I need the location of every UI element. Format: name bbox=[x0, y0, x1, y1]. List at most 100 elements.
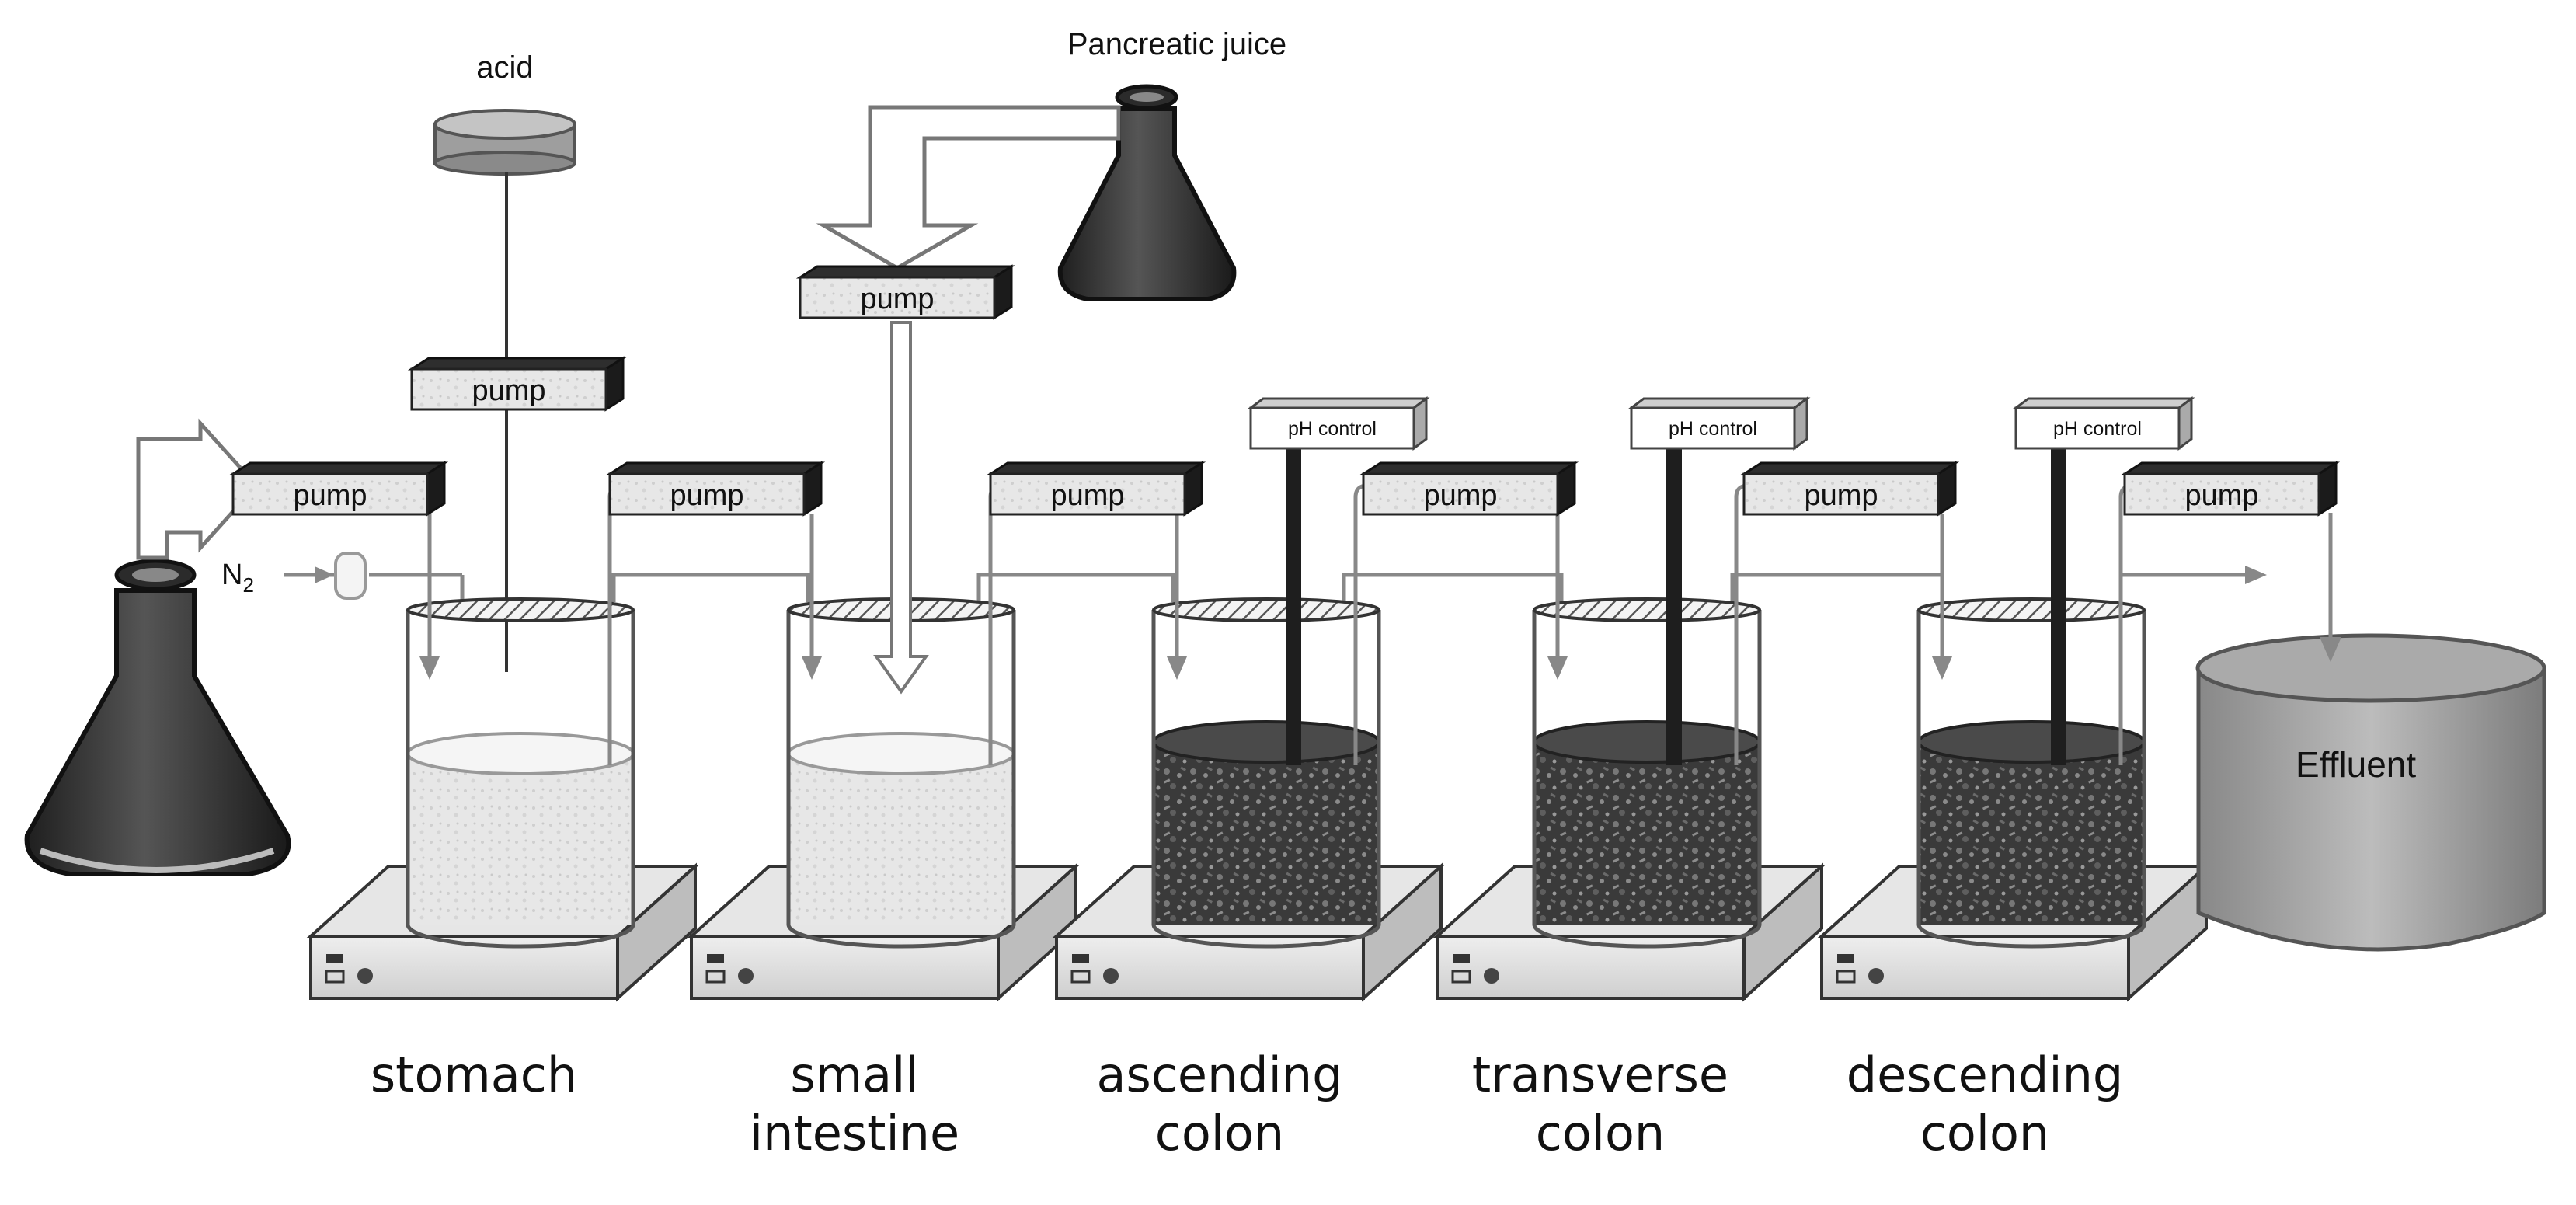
stir-plate-switch bbox=[1837, 954, 1854, 963]
ph-control-ascending-label: pH control bbox=[1288, 418, 1377, 440]
stir-plate-indicator bbox=[325, 970, 345, 984]
liquid-surface bbox=[406, 732, 635, 775]
stir-plate-switch bbox=[326, 954, 343, 963]
liquid-surface bbox=[787, 732, 1015, 775]
ph-control-transverse-face bbox=[1630, 406, 1796, 450]
ph-control-transverse: pH control bbox=[1627, 396, 1811, 451]
pump-descending-top bbox=[1739, 461, 1960, 475]
ph-control-descending-side bbox=[2177, 396, 2193, 451]
pump-transverse-label: pump bbox=[1423, 479, 1497, 512]
vessel-lid bbox=[1152, 597, 1380, 622]
ph-control-ascending-face bbox=[1249, 406, 1415, 450]
pump-small_intestine-top bbox=[605, 461, 826, 475]
pump-transverse-face bbox=[1362, 472, 1559, 516]
flow-lines bbox=[284, 573, 2245, 602]
pump-pancreatic-top bbox=[795, 265, 1016, 279]
vessel-label-small_intestine-1: intestine bbox=[750, 1105, 959, 1161]
pump-feed-arrowhead bbox=[1547, 656, 1568, 680]
vessel-label-ascending-0: ascending bbox=[1096, 1047, 1342, 1103]
vessel-label-descending-0: descending bbox=[1847, 1047, 2124, 1103]
pump-ascending-label: pump bbox=[1050, 479, 1124, 512]
vessel-label-descending-1: colon bbox=[1920, 1105, 2049, 1161]
ph-control-descending-top bbox=[2012, 397, 2195, 409]
ph-control-descending-face bbox=[2014, 406, 2181, 450]
stir-plate-front bbox=[1055, 935, 1365, 1000]
pump-small_intestine: pump bbox=[605, 461, 826, 517]
outflow-arrowhead bbox=[2245, 566, 2267, 584]
stir-plate-switch bbox=[1453, 954, 1470, 963]
vessel-label-transverse-0: transverse bbox=[1472, 1047, 1728, 1103]
liquid-surface bbox=[1152, 720, 1380, 764]
acid-label: acid bbox=[476, 50, 533, 85]
pump-acid-face bbox=[410, 367, 607, 411]
pump-stomach: pump bbox=[228, 461, 449, 517]
pump-stomach-top bbox=[228, 461, 449, 475]
ph-control-descending: pH control bbox=[2012, 396, 2195, 451]
pancreatic-arrow bbox=[816, 105, 1121, 270]
pump-acid-label: pump bbox=[472, 374, 545, 407]
pump-feed-arrowhead bbox=[802, 656, 822, 680]
pump-transverse-top bbox=[1359, 461, 1579, 475]
vessel-transverse bbox=[1532, 597, 1762, 949]
vessel-wall bbox=[406, 610, 635, 949]
ph-control-transverse-side bbox=[1793, 396, 1808, 451]
pump-descending-label: pump bbox=[1804, 479, 1878, 512]
vessel-contents bbox=[1919, 742, 2144, 925]
pancreatic-flask bbox=[1057, 84, 1237, 301]
liquid-surface bbox=[1917, 720, 2146, 764]
vessel-label-transverse-1: colon bbox=[1536, 1105, 1665, 1161]
stir-plate-knob bbox=[1484, 968, 1499, 984]
pump-small_intestine-face bbox=[608, 472, 806, 516]
pump-small_intestine-label: pump bbox=[670, 479, 743, 512]
effluent-tank bbox=[2195, 633, 2546, 952]
vessel-descending bbox=[1916, 597, 2146, 949]
vessel-ascending bbox=[1151, 597, 1381, 949]
effluent-feed-arrowhead bbox=[2320, 637, 2341, 662]
feed-arrow bbox=[136, 418, 259, 560]
stir-plate-indicator bbox=[1836, 970, 1856, 984]
ph-control-ascending: pH control bbox=[1247, 396, 1430, 451]
pump-feed-arrowhead bbox=[1167, 656, 1187, 680]
stir-plate-knob bbox=[1868, 968, 1884, 984]
pump-stomach-face bbox=[231, 472, 429, 516]
stir-plate-front bbox=[309, 935, 619, 1000]
vessel-small_intestine bbox=[786, 597, 1016, 949]
pump-effluent-face bbox=[2123, 472, 2320, 516]
pump-pancreatic-face bbox=[799, 276, 996, 319]
pump-ascending-face bbox=[989, 472, 1186, 516]
stir-plate-front bbox=[1436, 935, 1746, 1000]
pump-transverse: pump bbox=[1359, 461, 1579, 517]
pump-effluent: pump bbox=[2120, 461, 2341, 517]
pancreatic-feed-arrow bbox=[873, 321, 929, 695]
pump-pancreatic: pump bbox=[795, 264, 1016, 320]
vessel-contents bbox=[1534, 742, 1760, 925]
stir-plate-knob bbox=[1103, 968, 1119, 984]
stir-plate-front bbox=[1820, 935, 2130, 1000]
stir-plate-indicator bbox=[1070, 970, 1091, 984]
stir-plate-switch bbox=[1072, 954, 1089, 963]
pump-acid: pump bbox=[407, 356, 628, 412]
ph-control-transverse-top bbox=[1627, 397, 1811, 409]
stir-plate-indicator bbox=[1451, 970, 1471, 984]
pump-feed-arrowhead bbox=[1932, 656, 1952, 680]
vessel-wall bbox=[1151, 610, 1381, 949]
feed-flask bbox=[24, 559, 291, 876]
vessel-stomach bbox=[406, 597, 635, 949]
ph-control-ascending-top bbox=[1247, 397, 1430, 409]
vessel-contents bbox=[408, 754, 633, 925]
liquid-surface bbox=[1533, 720, 1761, 764]
n2-arrowhead bbox=[315, 566, 334, 583]
pump-pancreatic-label: pump bbox=[860, 283, 934, 315]
n2-label: N2 bbox=[221, 559, 254, 597]
pump-ascending: pump bbox=[986, 461, 1206, 517]
pump-ascending-top bbox=[986, 461, 1206, 475]
vessel-label-ascending-1: colon bbox=[1155, 1105, 1284, 1161]
ph-control-transverse-label: pH control bbox=[1669, 418, 1757, 440]
stir-plate-knob bbox=[738, 968, 754, 984]
pump-feed-arrowhead bbox=[419, 656, 440, 680]
stir-plate-indicator bbox=[705, 970, 726, 984]
pump-acid-top bbox=[407, 357, 628, 371]
vessel-label-stomach-0: stomach bbox=[371, 1047, 577, 1103]
